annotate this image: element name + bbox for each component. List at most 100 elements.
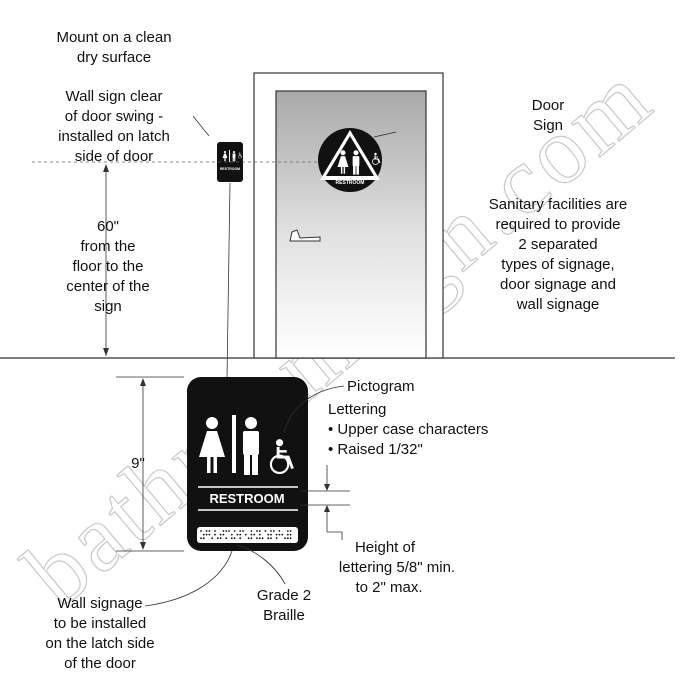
braille-dot <box>289 530 292 532</box>
note-braille-line: Grade 2 <box>257 587 311 604</box>
braille-leader <box>236 544 286 585</box>
braille-dot <box>233 530 236 532</box>
wall-signage-leader <box>144 550 233 607</box>
braille-dot <box>200 530 202 532</box>
braille-dot <box>214 533 216 536</box>
braille-dot <box>256 537 258 540</box>
braille-dot <box>267 533 270 536</box>
note-sanitary-line: Sanitary facilities are <box>489 196 627 213</box>
braille-dot <box>289 533 292 536</box>
braille-dot <box>275 533 278 536</box>
note-door-sign: Door Sign <box>532 97 565 134</box>
note-height-60: 60" from the floor to the center of the … <box>66 218 149 315</box>
braille-dot <box>225 537 228 540</box>
braille-dot <box>250 533 253 536</box>
note-height-lettering: Height of lettering 5/8" min. to 2" max. <box>339 539 455 596</box>
pictogram-leader <box>283 385 345 433</box>
braille-dot <box>256 530 258 532</box>
note-sanitary-line: 2 separated <box>518 236 597 253</box>
braille-strip <box>197 527 298 543</box>
note-wall-sign-clear-line: of door swing - <box>65 108 163 125</box>
braille-dot <box>214 530 216 532</box>
braille-dot <box>275 537 278 540</box>
braille-dot <box>239 530 242 532</box>
braille-dot <box>205 533 208 536</box>
note-door-sign-line: Door <box>532 97 565 114</box>
braille-dot <box>236 533 239 536</box>
note-sanitary: Sanitary facilities are required to prov… <box>489 196 627 313</box>
braille-dot <box>228 530 230 532</box>
braille-dot <box>247 537 250 540</box>
braille-dot <box>270 537 272 540</box>
note-wall-signage-line: Wall signage <box>57 595 142 612</box>
sign-connector-line <box>226 182 231 379</box>
note-lettering-line: Lettering <box>328 401 386 418</box>
braille-dot <box>258 533 261 536</box>
braille-dot <box>286 530 289 532</box>
note-sanitary-line: door signage and <box>500 276 616 293</box>
note-mount: Mount on a clean dry surface <box>56 29 171 66</box>
pictogram-divider <box>232 415 236 473</box>
braille-dot <box>289 537 292 540</box>
note-braille-line: Braille <box>263 607 305 624</box>
door-sign-leader <box>373 131 397 138</box>
braille-dot <box>225 530 228 532</box>
braille-dot <box>250 537 253 540</box>
note-mount-line: Mount on a clean <box>56 29 171 46</box>
note-wall-sign-clear-line: side of door <box>75 148 153 165</box>
braille-dot <box>208 533 211 536</box>
note-height-lettering-line: Height of <box>355 539 416 556</box>
braille-dot <box>281 533 284 536</box>
note-height-60-line: from the <box>80 238 135 255</box>
braille-dot <box>258 530 261 532</box>
note-wall-signage: Wall signage to be installed on the latc… <box>45 595 154 672</box>
braille-dot <box>216 537 219 540</box>
braille-dot <box>230 537 233 540</box>
braille-dot <box>286 533 289 536</box>
wall-sign-small-label: RESTROOM <box>220 167 240 171</box>
door-sign: RESTROOM <box>318 128 382 192</box>
lettering-height-leader <box>327 531 343 540</box>
note-sanitary-line: required to provide <box>495 216 620 233</box>
braille-dot <box>264 530 267 532</box>
braille-dot <box>219 537 222 540</box>
note-wall-sign-clear: Wall sign clear of door swing - installe… <box>58 88 170 165</box>
braille-dot <box>208 530 211 532</box>
door-sign-label: RESTROOM <box>336 180 365 186</box>
braille-dot <box>211 537 214 540</box>
note-pictogram: Pictogram <box>347 378 415 395</box>
note-lettering-line: • Raised 1/32" <box>328 441 423 458</box>
braille-dot <box>219 533 222 536</box>
braille-dot <box>258 537 261 540</box>
braille-dot <box>205 530 208 532</box>
braille-dot <box>284 537 286 540</box>
braille-dot <box>222 533 225 536</box>
braille-dots <box>200 530 292 540</box>
large-restroom-sign: RESTROOM <box>187 377 308 551</box>
wall-sign-leader <box>192 115 210 137</box>
note-lettering: Lettering • Upper case characters • Rais… <box>328 401 488 458</box>
sign-label-restroom: RESTROOM <box>209 491 284 506</box>
braille-dot <box>267 537 270 540</box>
note-wall-signage-line: on the latch side <box>45 635 154 652</box>
note-braille: Grade 2 Braille <box>257 587 311 624</box>
note-sanitary-line: types of signage, <box>501 256 614 273</box>
note-wall-signage-line: of the door <box>64 655 136 672</box>
note-sanitary-line: wall signage <box>516 296 600 313</box>
door-handle <box>289 229 321 242</box>
braille-dot <box>230 533 233 536</box>
note-height-60-line: center of the <box>66 278 149 295</box>
note-height-lettering-line: to 2" max. <box>355 579 422 596</box>
braille-dot <box>242 530 244 532</box>
note-height-lettering-line: lettering 5/8" min. <box>339 559 455 576</box>
note-mount-line: dry surface <box>77 49 151 66</box>
note-wall-sign-clear-line: Wall sign clear <box>66 88 163 105</box>
braille-dot <box>200 537 202 540</box>
braille-dot <box>239 533 242 536</box>
note-door-sign-line: Sign <box>533 117 563 134</box>
braille-dot <box>202 537 205 540</box>
braille-dot <box>222 530 225 532</box>
braille-dot <box>270 533 272 536</box>
